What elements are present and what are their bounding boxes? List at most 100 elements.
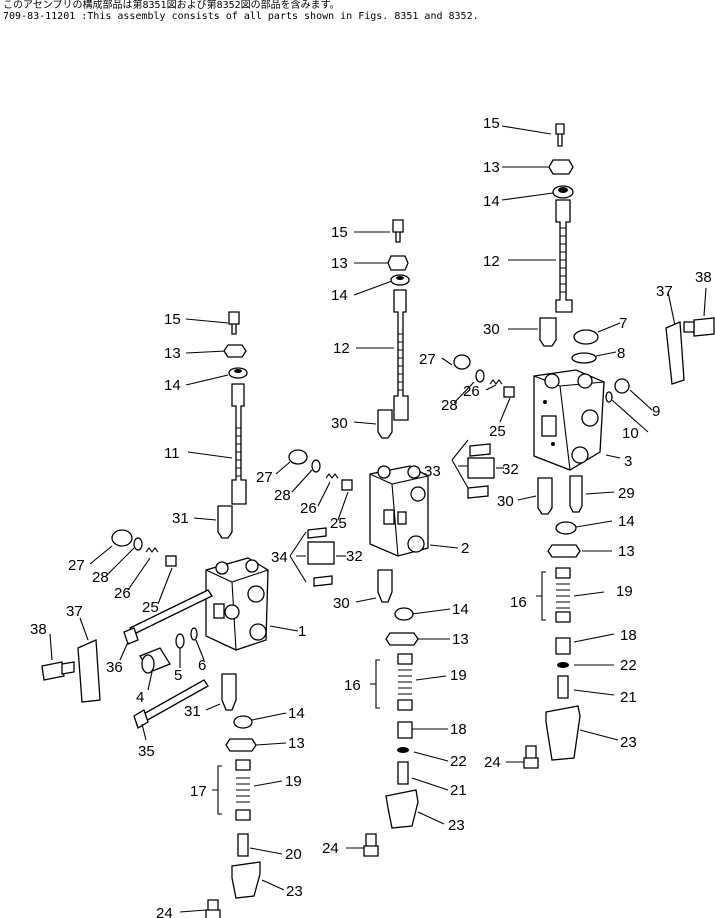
label-35: 35 (138, 743, 155, 760)
bolt-24-right (523, 745, 539, 769)
label-14-left-lower: 14 (288, 705, 305, 722)
label-19-right: 19 (616, 583, 633, 600)
label-14-middle-lower: 14 (452, 601, 469, 618)
check-30-right (539, 317, 557, 347)
label-24-middle: 24 (322, 840, 339, 857)
cap-23-right (545, 705, 581, 761)
label-19-middle: 19 (450, 667, 467, 684)
label-16-right: 16 (510, 594, 527, 611)
check-30-middle-lower (377, 569, 393, 603)
label-24-right: 24 (484, 754, 501, 771)
label-13-right: 13 (483, 159, 500, 176)
label-37-right: 37 (656, 283, 673, 300)
label-32-right: 32 (502, 461, 519, 478)
label-29: 29 (618, 485, 635, 502)
label-16-middle: 16 (344, 677, 361, 694)
label-25-middle: 25 (330, 515, 347, 532)
label-13-middle-lower: 13 (452, 631, 469, 648)
bracket-37-right (665, 321, 685, 385)
label-30-middle-lower: 30 (333, 595, 350, 612)
check-30-right-lower (537, 477, 553, 515)
cap-23-middle (385, 789, 419, 829)
label-15-right: 15 (483, 115, 500, 132)
label-1: 1 (298, 623, 306, 640)
section-middle (275, 219, 459, 857)
label-23-middle: 23 (448, 817, 465, 834)
label-25-left: 25 (142, 599, 159, 616)
check-30-middle (377, 409, 393, 439)
check-31-left (217, 505, 233, 539)
label-31-left-lower: 31 (184, 703, 201, 720)
check-31-left-lower (221, 673, 237, 711)
label-33: 33 (424, 463, 441, 480)
section-left (41, 311, 299, 918)
label-22-middle: 22 (450, 753, 467, 770)
label-18-right: 18 (620, 627, 637, 644)
label-6: 6 (198, 657, 206, 674)
label-28-right: 28 (441, 397, 458, 414)
label-15-left: 15 (164, 311, 181, 328)
label-26-right: 26 (463, 383, 480, 400)
bolt-24-left (205, 899, 221, 918)
assembly-note-japanese: このアセンブリの構成部品は第8351図および第8352図の部品を含みます。 (3, 0, 340, 11)
part-number-labels: 15 13 14 12 30 7 8 27 28 26 25 9 10 3 33… (30, 115, 712, 918)
label-13-right-lower: 13 (618, 543, 635, 560)
bolt-15-right (555, 123, 565, 147)
label-28-left: 28 (92, 569, 109, 586)
label-19-left: 19 (285, 773, 302, 790)
label-7: 7 (619, 315, 627, 332)
label-30-middle: 30 (331, 415, 348, 432)
label-12-middle: 12 (333, 340, 350, 357)
label-32-middle: 32 (346, 548, 363, 565)
label-27-left: 27 (68, 557, 85, 574)
section-right (441, 123, 715, 769)
label-14-middle: 14 (331, 287, 348, 304)
label-25-right: 25 (489, 423, 506, 440)
label-4: 4 (136, 689, 144, 706)
label-14-left: 14 (164, 377, 181, 394)
label-17: 17 (190, 783, 207, 800)
label-15-middle: 15 (331, 224, 348, 241)
relief-29 (569, 475, 583, 513)
label-38-left: 38 (30, 621, 47, 638)
spool-12-middle (393, 289, 409, 421)
label-23-left: 23 (286, 883, 303, 900)
label-9: 9 (652, 403, 660, 420)
spool-12-right (555, 199, 573, 313)
label-23-right: 23 (620, 734, 637, 751)
label-12-right: 12 (483, 253, 500, 270)
label-20: 20 (285, 846, 302, 863)
label-3: 3 (624, 453, 632, 470)
label-11: 11 (164, 445, 180, 462)
label-26-middle: 26 (300, 500, 317, 517)
cap-23-left (231, 861, 261, 899)
label-13-middle: 13 (331, 255, 348, 272)
assembly-note-english: 709-83-11201 :This assembly consists of … (3, 11, 479, 22)
label-30-right-lower: 30 (497, 493, 514, 510)
label-2: 2 (461, 540, 469, 557)
label-30-right: 30 (483, 321, 500, 338)
bolt-24-middle (363, 833, 379, 857)
label-8: 8 (617, 345, 625, 362)
label-37-left: 37 (66, 603, 83, 620)
label-26-left: 26 (114, 585, 131, 602)
label-14-right-lower: 14 (618, 513, 635, 530)
label-21-middle: 21 (450, 782, 467, 799)
label-22-right: 22 (620, 657, 637, 674)
label-13-left: 13 (164, 345, 181, 362)
label-14-right: 14 (483, 193, 500, 210)
label-28-middle: 28 (274, 487, 291, 504)
label-18-middle: 18 (450, 721, 467, 738)
label-24-left: 24 (156, 905, 173, 918)
plate-13-right (548, 159, 574, 175)
label-38-right: 38 (695, 269, 712, 286)
bolt-15-middle (392, 219, 404, 243)
label-21-right: 21 (620, 689, 637, 706)
label-27-right: 27 (419, 351, 436, 368)
label-34: 34 (271, 549, 288, 566)
bracket-37-left (77, 639, 101, 703)
label-13-left-lower: 13 (288, 735, 305, 752)
label-5: 5 (174, 667, 182, 684)
